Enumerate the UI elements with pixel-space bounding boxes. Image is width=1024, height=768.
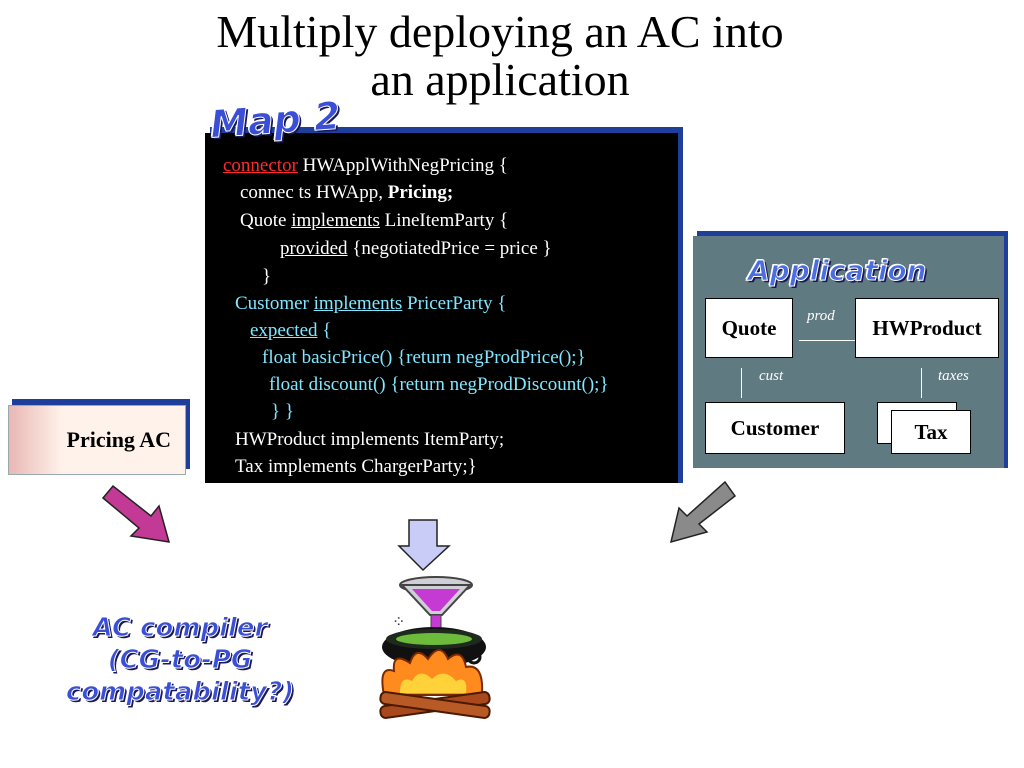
code-token: HWApplWithNegPricing { (297, 155, 508, 176)
pricing-ac-label: Pricing AC (66, 427, 172, 452)
code-line: Tax implements ChargerParty;} (235, 456, 477, 478)
code-line: Quote implements LineItemParty { (240, 210, 508, 232)
code-token: } (262, 266, 272, 287)
keyword-connector: connector (223, 155, 298, 176)
compiler-label: AC compiler (CG-to-PG compatability?) (0, 612, 360, 708)
code-token: LineItemParty { (379, 210, 509, 231)
code-token: float discount() {return negProdDiscount… (269, 374, 609, 395)
slide-title: Multiply deploying an AC into an applica… (0, 8, 1000, 104)
cauldron-icon: ⁘ (379, 576, 491, 719)
quote-box: Quote (705, 298, 793, 358)
cust-line (741, 368, 742, 398)
tax-box: Tax (891, 410, 971, 454)
code-line: } } (271, 401, 294, 423)
code-line: } (262, 266, 271, 288)
title-line-2: an application (370, 54, 630, 105)
code-line: float basicPrice() {return negProdPrice(… (262, 347, 586, 369)
code-line: float discount() {return negProdDiscount… (269, 374, 609, 396)
code-token: provided (280, 238, 348, 259)
map-heading: Map 2 (208, 93, 342, 147)
compiler-line-2: (CG-to-PG compatability?) (65, 645, 295, 708)
taxes-line (921, 368, 922, 398)
code-token: HWProduct implements ItemParty; (235, 429, 505, 450)
title-line-1: Multiply deploying an AC into (216, 6, 784, 57)
code-line: provided {negotiatedPrice = price } (280, 238, 552, 260)
gray-arrow-icon (669, 480, 737, 544)
code-token: float basicPrice() {return negProdPrice(… (262, 347, 586, 368)
hwproduct-box: HWProduct (855, 298, 999, 358)
code-token: expected (250, 320, 318, 341)
code-token: Tax implements ChargerParty;} (235, 456, 477, 477)
magenta-arrow-icon (101, 484, 171, 543)
prod-line (799, 340, 855, 341)
compiler-line-1: AC compiler (92, 613, 268, 644)
prod-label: prod (807, 308, 835, 324)
cust-label: cust (759, 368, 784, 384)
customer-box: Customer (705, 402, 845, 454)
code-token: Quote (240, 210, 292, 231)
taxes-label: taxes (938, 368, 969, 384)
code-token: implements (313, 293, 403, 314)
code-token: Pricing; (387, 182, 454, 203)
svg-text:⁘: ⁘ (392, 614, 405, 631)
code-line: HWProduct implements ItemParty; (235, 429, 504, 451)
code-token: {negotiatedPrice = price } (347, 238, 552, 259)
pricing-ac-box: Pricing AC (8, 405, 186, 475)
code-token: { (317, 320, 332, 341)
code-token: implements (291, 210, 380, 231)
application-heading: Application (748, 254, 928, 288)
code-line: connector HWApplWithNegPricing { (223, 155, 508, 177)
down-arrow-icon (397, 519, 451, 572)
code-token: } } (271, 401, 294, 422)
code-line: connec ts HWApp, Pricing; (240, 182, 453, 204)
code-token: Customer (235, 293, 314, 314)
code-line: Customer implements PricerParty { (235, 293, 506, 315)
code-token: PricerParty { (402, 293, 507, 314)
map-code-panel: connector HWApplWithNegPricing { connec t… (205, 133, 678, 483)
application-panel: Application Quote HWProduct prod cust ta… (693, 236, 1004, 468)
code-token: connec ts HWApp, (240, 182, 388, 203)
code-line: expected { (250, 320, 331, 342)
